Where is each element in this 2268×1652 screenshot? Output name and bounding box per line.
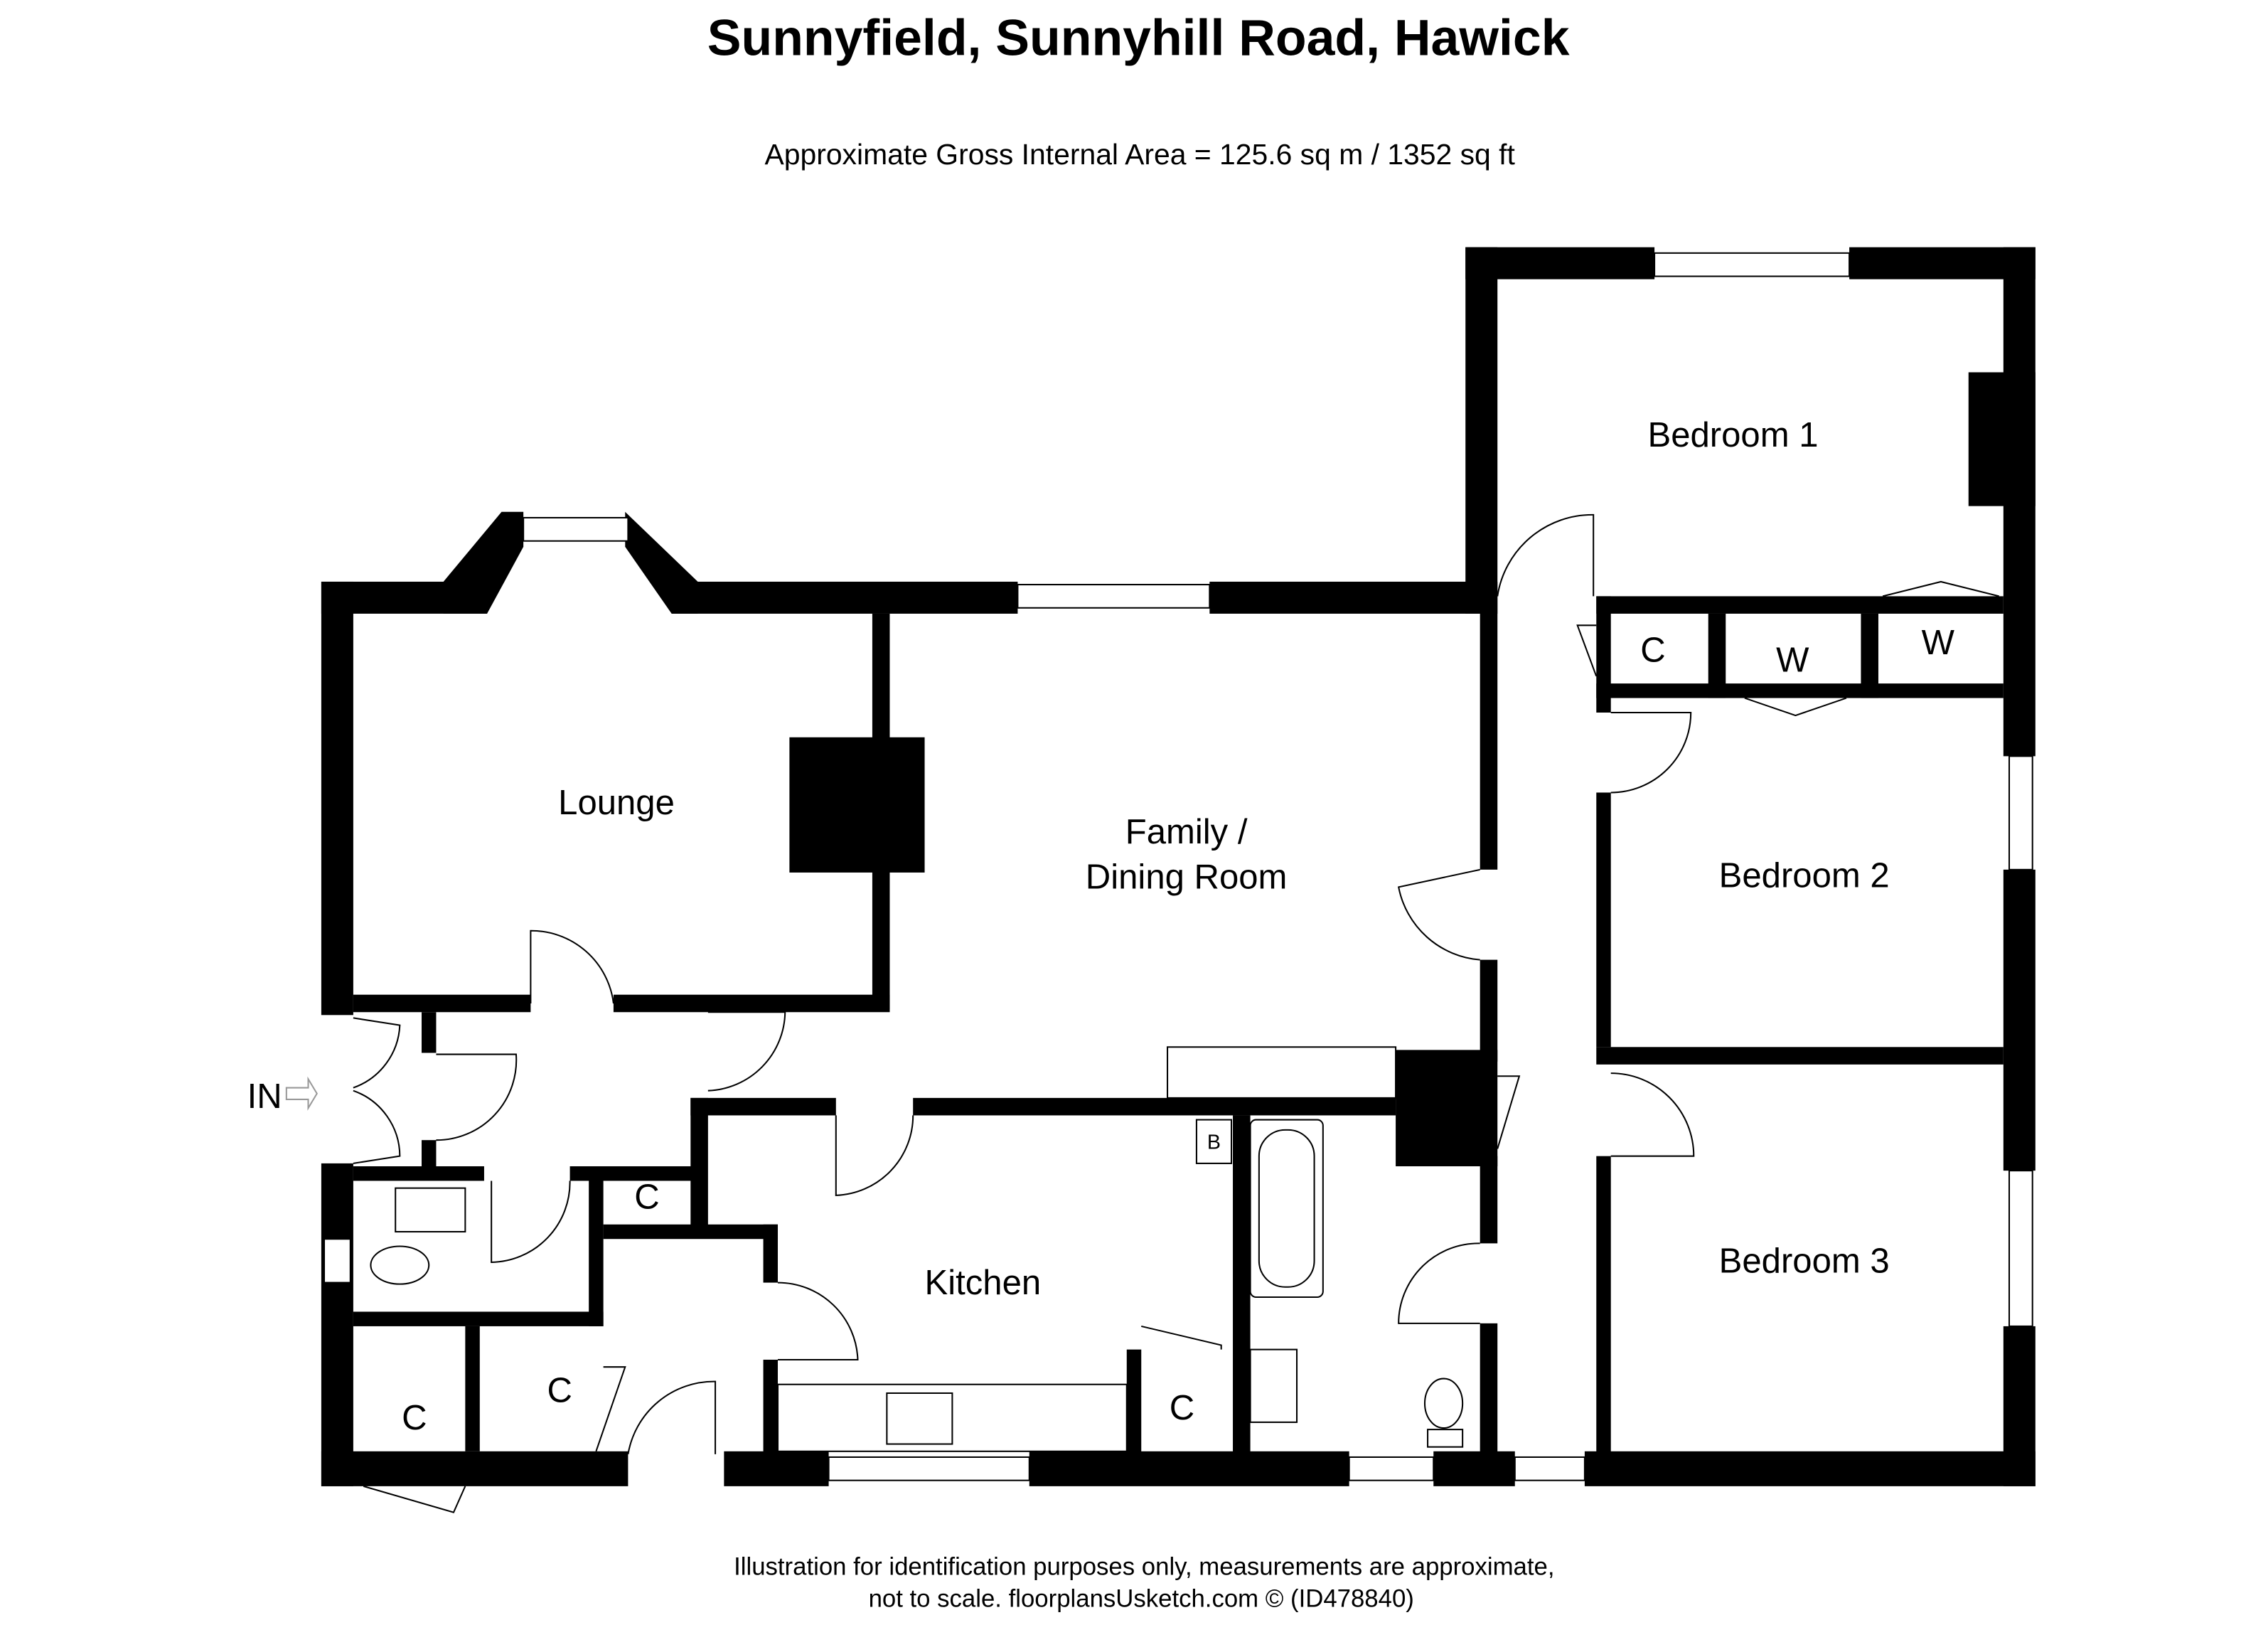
wc-basin-icon [395,1187,466,1233]
cupboard-label: C [1441,1089,1466,1128]
area-subtitle: Approximate Gross Internal Area = 125.6 … [764,138,1515,171]
wc-toilet-icon [370,1245,430,1285]
entrance-label: IN [247,1077,282,1116]
cupboard-label: C [402,1399,427,1437]
wardrobe-label: W [1776,641,1809,680]
room-label-kitchen: Kitchen [925,1264,1042,1302]
boiler [1195,1119,1233,1164]
room-label-family-1: Family / [1125,813,1248,851]
kitchen-worktop [1167,1046,1397,1099]
sink-icon [886,1392,953,1445]
room-label-family-2: Dining Room [1086,858,1288,896]
doors [353,513,1999,1513]
room-label-lounge: Lounge [558,784,675,822]
walls [321,247,2036,1486]
cupboard-label: C [547,1371,572,1409]
toilet-icon [1423,1377,1464,1429]
room-label-bedroom-3: Bedroom 3 [1719,1242,1890,1280]
windows [323,252,2033,1481]
cupboard-label: C [634,1178,659,1216]
plan-title: Sunnyfield, Sunnyhill Road, Hawick [707,10,1570,67]
cupboard-label: C [1170,1389,1194,1427]
disclaimer-line-2: not to scale. floorplansUsketch.com © (I… [869,1586,1414,1613]
basin-icon [1249,1348,1298,1423]
entrance-arrow-icon [285,1076,318,1111]
cupboard-label: C [1640,631,1665,669]
fixtures [370,1046,1464,1452]
wardrobe-label: W [1922,624,1955,662]
room-label-bedroom-1: Bedroom 1 [1647,416,1818,454]
room-labels: Bedroom 1 Lounge Family / Dining Room Be… [247,416,1955,1437]
disclaimer-line-1: Illustration for identification purposes… [734,1554,1554,1581]
boiler-label: B [1207,1131,1221,1153]
room-label-bedroom-2: Bedroom 2 [1719,856,1890,895]
